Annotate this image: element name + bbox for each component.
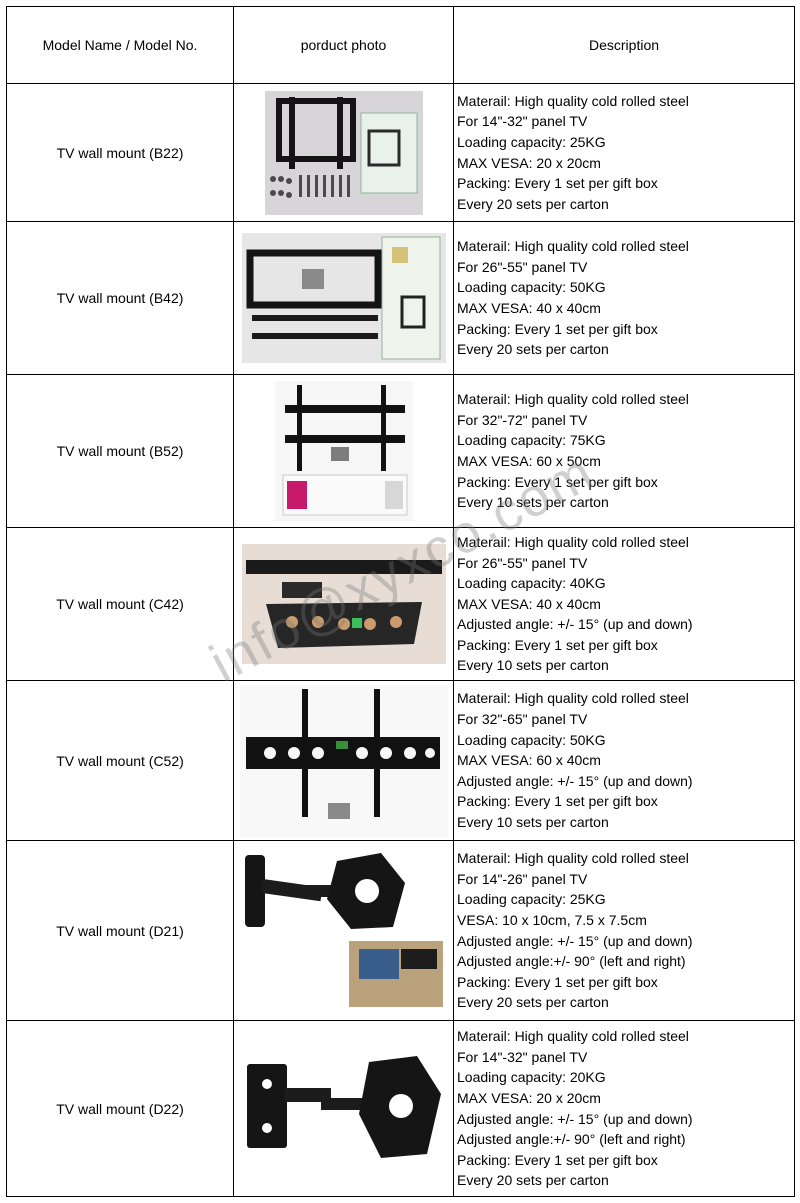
desc-line: Packing: Every 1 set per gift box (457, 473, 658, 490)
desc-line: Packing: Every 1 set per gift box (457, 793, 658, 810)
desc-line: Adjusted angle: +/- 15° (up and down) (457, 772, 693, 789)
header-photo: porduct photo (233, 6, 454, 84)
desc-line: Every 20 sets per carton (457, 195, 609, 212)
desc-line: Loading capacity: 50KG (457, 279, 606, 296)
model-name: TV wall mount (B22) (6, 83, 234, 222)
desc-line: For 14"-32" panel TV (457, 1048, 588, 1065)
product-photo (233, 1020, 454, 1197)
table-row: TV wall mount (C42) Materail: High quali… (6, 527, 795, 681)
desc-line: Adjusted angle:+/- 90° (left and right) (457, 953, 686, 970)
desc-line: Adjusted angle: +/- 15° (up and down) (457, 932, 693, 949)
desc-line: Materail: High quality cold rolled steel (457, 690, 689, 707)
desc-line: Every 10 sets per carton (457, 494, 609, 511)
desc-line: Adjusted angle:+/- 90° (left and right) (457, 1131, 686, 1148)
description-cell: Materail: High quality cold rolled steel… (453, 680, 795, 841)
model-name: TV wall mount (C52) (6, 680, 234, 841)
desc-line: MAX VESA: 40 x 40cm (457, 595, 601, 612)
desc-line: MAX VESA: 40 x 40cm (457, 300, 601, 316)
desc-line: Materail: High quality cold rolled steel (457, 533, 689, 550)
desc-line: Adjusted angle: +/- 15° (up and down) (457, 616, 693, 633)
desc-line: For 26"-55" panel TV (457, 258, 588, 275)
table-row: TV wall mount (B42) Materail: High quali… (6, 221, 795, 375)
desc-line: For 32"-65" panel TV (457, 711, 588, 728)
product-photo (233, 840, 454, 1021)
description-cell: Materail: High quality cold rolled steel… (453, 374, 795, 528)
desc-line: Loading capacity: 40KG (457, 575, 606, 592)
header-description: Description (453, 6, 795, 84)
desc-line: MAX VESA: 20 x 20cm (457, 154, 601, 171)
product-spec-table: Model Name / Model No. porduct photo Des… (6, 6, 795, 1197)
table-row: TV wall mount (D22) Materail: High quali… (6, 1020, 795, 1197)
b42-flat-mount-photo (241, 233, 446, 363)
desc-line: Materail: High quality cold rolled steel (457, 238, 689, 255)
header-row: Model Name / Model No. porduct photo Des… (6, 6, 795, 84)
desc-line: Materail: High quality cold rolled steel (457, 1028, 689, 1045)
desc-line: MAX VESA: 60 x 40cm (457, 752, 601, 769)
desc-line: For 32"-72" panel TV (457, 411, 588, 428)
desc-line: For 26"-55" panel TV (457, 554, 588, 571)
product-photo (233, 680, 454, 841)
desc-line: Packing: Every 1 set per gift box (457, 1151, 658, 1168)
table-row: TV wall mount (B52) Materail: High quali… (6, 374, 795, 528)
table-row: TV wall mount (C52) Materail: High quali… (6, 680, 795, 841)
desc-line: MAX VESA: 60 x 50cm (457, 453, 601, 469)
desc-line: MAX VESA: 20 x 20cm (457, 1089, 601, 1106)
desc-line: Packing: Every 1 set per gift box (457, 973, 658, 990)
description-cell: Materail: High quality cold rolled steel… (453, 527, 795, 681)
desc-line: Loading capacity: 50KG (457, 731, 606, 748)
model-name: TV wall mount (B52) (6, 374, 234, 528)
desc-line: Every 20 sets per carton (457, 341, 609, 358)
desc-line: Every 10 sets per carton (457, 813, 609, 830)
desc-line: Packing: Every 1 set per gift box (457, 320, 658, 337)
desc-line: Packing: Every 1 set per gift box (457, 636, 658, 653)
desc-line: Every 10 sets per carton (457, 657, 609, 674)
description-cell: Materail: High quality cold rolled steel… (453, 221, 795, 375)
table-row: TV wall mount (B22) Materail: High qua (6, 83, 795, 222)
desc-line: Loading capacity: 25KG (457, 891, 606, 908)
d22-swivel-arm-photo (240, 1053, 447, 1164)
product-photo (233, 83, 454, 222)
product-photo (233, 527, 454, 681)
table-row: TV wall mount (D21) Materail: High quali… (6, 840, 795, 1021)
description-cell: Materail: High quality cold rolled steel… (453, 840, 795, 1021)
model-name: TV wall mount (D22) (6, 1020, 234, 1197)
header-model: Model Name / Model No. (6, 6, 234, 84)
desc-line: Materail: High quality cold rolled steel (457, 92, 689, 109)
desc-line: Every 20 sets per carton (457, 1172, 609, 1189)
model-name: TV wall mount (B42) (6, 221, 234, 375)
product-photo (233, 221, 454, 375)
c52-tilt-mount-photo (239, 684, 448, 837)
c42-tilt-mount-photo (241, 544, 446, 664)
desc-line: Loading capacity: 25KG (457, 133, 606, 150)
d21-swivel-arm-photo (240, 848, 447, 1013)
desc-line: Adjusted angle: +/- 15° (up and down) (457, 1110, 693, 1127)
model-name: TV wall mount (D21) (6, 840, 234, 1021)
desc-line: Loading capacity: 20KG (457, 1069, 606, 1086)
product-photo (233, 374, 454, 528)
desc-line: VESA: 10 x 10cm, 7.5 x 7.5cm (457, 911, 647, 928)
desc-line: For 14"-32" panel TV (457, 113, 588, 130)
desc-line: Every 20 sets per carton (457, 994, 609, 1011)
desc-line: Packing: Every 1 set per gift box (457, 175, 658, 192)
desc-line: Loading capacity: 75KG (457, 432, 606, 449)
desc-line: For 14"-26" panel TV (457, 870, 588, 887)
desc-line: Materail: High quality cold rolled steel (457, 391, 689, 408)
model-name: TV wall mount (C42) (6, 527, 234, 681)
b22-flat-mount-photo (264, 90, 423, 215)
description-cell: Materail: High quality cold rolled steel… (453, 83, 795, 222)
desc-line: Materail: High quality cold rolled steel (457, 850, 689, 867)
b52-flat-mount-photo (274, 381, 413, 521)
description-cell: Materail: High quality cold rolled steel… (453, 1020, 795, 1197)
